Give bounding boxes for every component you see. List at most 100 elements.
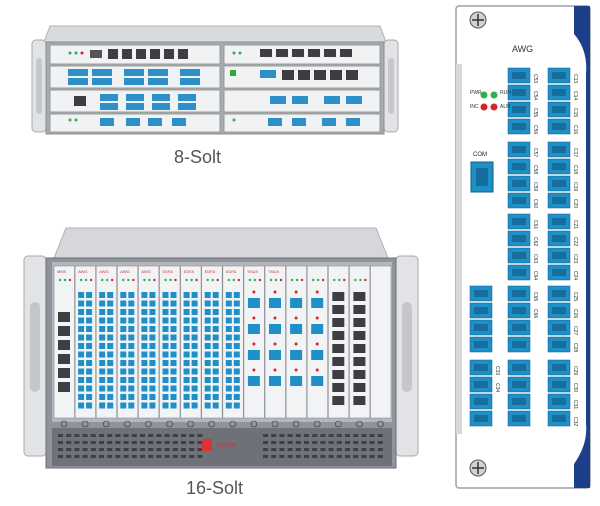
- slot-number-marker: [145, 420, 152, 428]
- slot-number-marker: [334, 420, 342, 428]
- brand-logo: [202, 439, 212, 451]
- port-label: C55: [532, 108, 538, 118]
- run-led: [490, 91, 498, 99]
- port-label: C17: [572, 148, 578, 158]
- port-label: C21: [572, 220, 578, 230]
- sixteen-slot-chassis-drawing: [23, 227, 419, 469]
- slot-number-marker: [250, 420, 258, 428]
- port-block-7: [469, 285, 493, 353]
- com-label: COM: [473, 152, 487, 158]
- port-block-9: [547, 285, 571, 353]
- card-slot-15: [349, 265, 371, 419]
- port-label: C53: [532, 74, 538, 84]
- rack-handle-left: [30, 302, 40, 392]
- slot-number-marker: [292, 420, 300, 428]
- awg-port-blocks: [469, 67, 571, 427]
- slot-label: EDFA: [183, 269, 195, 274]
- port-label: C57: [532, 148, 538, 158]
- slot-label: MMS: [57, 269, 67, 274]
- brand-name: 光迅科技: [216, 443, 237, 449]
- card-slot-11: [264, 265, 286, 419]
- pwr-led: [480, 91, 488, 99]
- port-block-8: [507, 285, 531, 353]
- port-block-2: [547, 67, 571, 135]
- port-block-6: [547, 213, 571, 281]
- ports-row2-right: [230, 70, 358, 80]
- slot-label: AWG: [78, 269, 88, 274]
- slot-label: AWG: [141, 269, 151, 274]
- port-label: C54: [532, 91, 538, 101]
- port-label: C18: [572, 165, 578, 175]
- fiber-ports-row3-right: [270, 96, 362, 104]
- slot-label: EDFA: [225, 269, 237, 274]
- inc-label: INC: [470, 104, 479, 110]
- card-slot-8: [201, 265, 223, 419]
- port-label: C64: [532, 271, 538, 281]
- port-label: C24: [572, 271, 578, 281]
- port-label: C30: [572, 383, 578, 393]
- port-block-11: [507, 359, 531, 427]
- alm-label: ALM: [500, 104, 511, 110]
- card-slot-9: [222, 265, 244, 419]
- port-label: C22: [572, 237, 578, 247]
- rack-handle-right: [402, 302, 412, 392]
- card-slot-5: [138, 265, 160, 419]
- eight-slot-caption: 8-Solt: [174, 147, 222, 167]
- port-label: C63: [532, 254, 538, 264]
- port-block-1: [507, 67, 531, 135]
- port-label: C58: [532, 165, 538, 175]
- port-block-12: [547, 359, 571, 427]
- card-slot-12: [285, 265, 307, 419]
- port-label: C16: [572, 125, 578, 135]
- fiber-ports-row4: [100, 118, 360, 126]
- card-slot-10: [243, 265, 265, 419]
- port-label: C25: [572, 292, 578, 302]
- slot-number-marker: [271, 420, 279, 428]
- slot-label: EDFA: [162, 269, 173, 274]
- run-label: RUN: [500, 90, 511, 96]
- slot-label: AWG: [99, 269, 109, 274]
- pwr-label: PWR: [470, 90, 482, 96]
- card-slots: [53, 265, 392, 419]
- fiber-ports-row3-left: [74, 94, 196, 110]
- port-label: C15: [572, 108, 578, 118]
- port-label: C27: [572, 326, 578, 336]
- port-label: C32: [572, 417, 578, 427]
- card-slot-14: [327, 265, 350, 419]
- ethernet-ports-top-left: [90, 49, 188, 59]
- card-slot-3: [95, 265, 117, 419]
- slot-number-marker: [166, 420, 173, 428]
- port-label: C23: [572, 254, 578, 264]
- port-label: C34: [494, 383, 500, 393]
- rack-handle-left: [36, 58, 42, 114]
- port-label: C13: [572, 74, 578, 84]
- card-slot-7: [180, 265, 202, 419]
- slot-number-marker: [356, 420, 363, 428]
- alm-led: [490, 103, 498, 111]
- awg-card-title: AWG: [512, 44, 534, 54]
- slot-label: TMUX: [246, 269, 259, 274]
- chassis-lid: [43, 25, 387, 43]
- slot-label: TMUX: [268, 269, 280, 274]
- card-slot-4: [117, 265, 139, 419]
- fiber-ports-row2-left: [68, 69, 200, 85]
- port-label: C14: [572, 91, 578, 101]
- port-label: C20: [572, 199, 578, 209]
- awg-card-drawing: [455, 5, 591, 489]
- slot-number-marker: [229, 420, 237, 428]
- port-label: C19: [572, 182, 578, 192]
- sixteen-slot-caption: 16-Solt: [186, 478, 244, 498]
- card-slot-13: [306, 265, 329, 419]
- card-left-rail: [456, 64, 462, 434]
- port-label: C31: [572, 400, 578, 410]
- slot-number-marker: [208, 420, 215, 428]
- port-label: C33: [494, 366, 500, 376]
- port-block-4: [547, 141, 571, 209]
- card-slot-2: [74, 265, 96, 419]
- port-label: C62: [532, 237, 538, 247]
- slot-number-marker: [124, 420, 131, 428]
- slot-number-row: [60, 420, 384, 428]
- eight-slot-chassis: [30, 20, 400, 140]
- port-block-10: [469, 359, 493, 427]
